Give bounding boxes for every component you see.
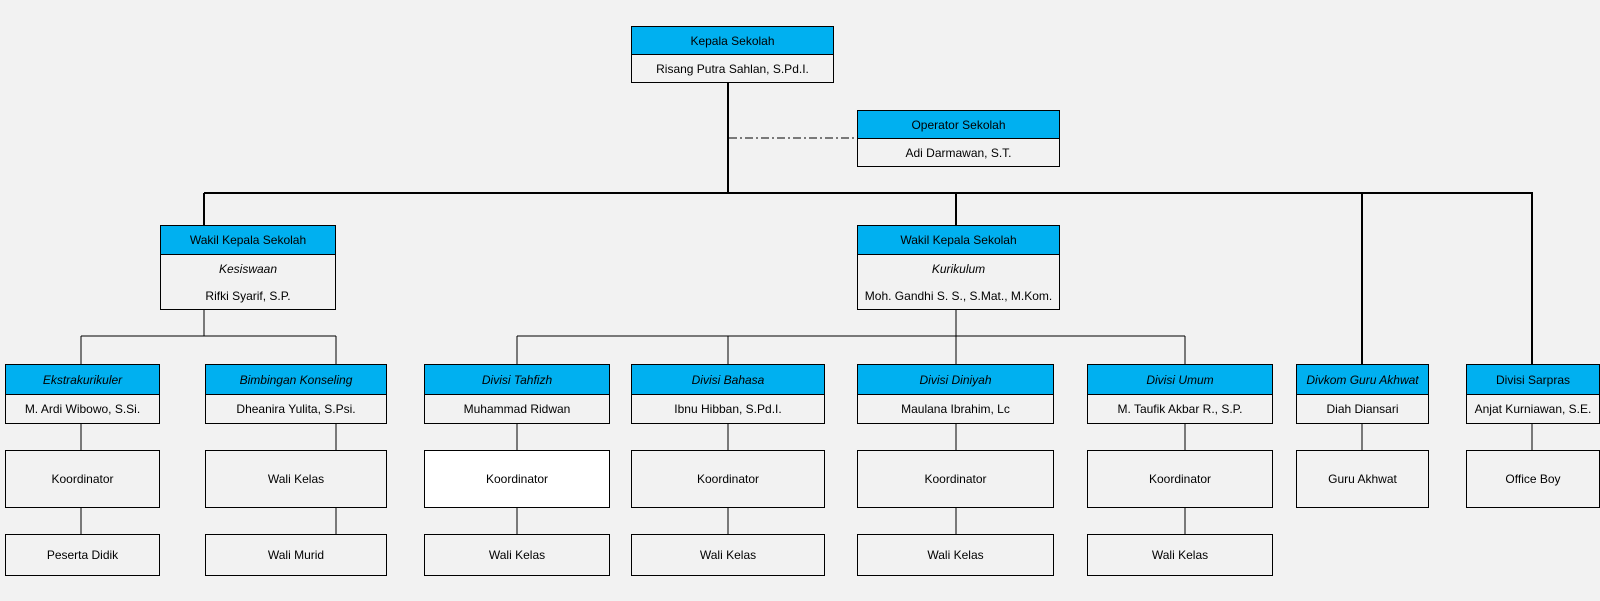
division-divkom-guru-akhwat: Divkom Guru Akhwat Diah Diansari xyxy=(1296,364,1429,424)
division-name: M. Taufik Akbar R., S.P. xyxy=(1117,402,1243,416)
division-bahasa: Divisi Bahasa Ibnu Hibban, S.Pd.I. xyxy=(631,364,825,424)
division-bimbingan-konseling: Bimbingan Konseling Dheanira Yulita, S.P… xyxy=(205,364,387,424)
wakasek-kurikulum-title: Wakil Kepala Sekolah xyxy=(858,226,1059,255)
division-name: Maulana Ibrahim, Lc xyxy=(901,402,1010,416)
division-name: Muhammad Ridwan xyxy=(463,402,571,416)
division-name: Ibnu Hibban, S.Pd.I. xyxy=(674,402,782,416)
division-title: Divisi Sarpras xyxy=(1467,365,1599,395)
division-title: Divisi Bahasa xyxy=(632,365,824,395)
operator-title: Operator Sekolah xyxy=(858,111,1059,139)
sub-box: Office Boy xyxy=(1466,450,1600,508)
division-diniyah: Divisi Diniyah Maulana Ibrahim, Lc xyxy=(857,364,1054,424)
sub-box-level2: Wali Kelas xyxy=(1087,534,1273,576)
division-title: Divkom Guru Akhwat xyxy=(1297,365,1428,395)
head-title: Kepala Sekolah xyxy=(632,27,833,55)
division-name: Anjat Kurniawan, S.E. xyxy=(1474,402,1592,416)
sub-box: Koordinator xyxy=(1087,450,1273,508)
wakasek-kurikulum-name: Moh. Gandhi S. S., S.Mat., M.Kom. xyxy=(864,288,1053,303)
division-title: Divisi Diniyah xyxy=(858,365,1053,395)
division-title: Divisi Tahfizh xyxy=(425,365,609,395)
sub-box-level2: Wali Murid xyxy=(205,534,387,576)
sub-box: Koordinator xyxy=(5,450,160,508)
division-ekstrakurikuler: Ekstrakurikuler M. Ardi Wibowo, S.Si. xyxy=(5,364,160,424)
division-umum: Divisi Umum M. Taufik Akbar R., S.P. xyxy=(1087,364,1273,424)
head-name: Risang Putra Sahlan, S.Pd.I. xyxy=(656,61,809,76)
wakasek-kesiswaan-title: Wakil Kepala Sekolah xyxy=(161,226,335,255)
division-name: M. Ardi Wibowo, S.Si. xyxy=(24,402,141,416)
head-box: Kepala Sekolah Risang Putra Sahlan, S.Pd… xyxy=(631,26,834,83)
division-sarpras: Divisi Sarpras Anjat Kurniawan, S.E. xyxy=(1466,364,1600,424)
wakasek-kesiswaan-name: Rifki Syarif, S.P. xyxy=(205,288,291,303)
division-name: Diah Diansari xyxy=(1326,402,1399,416)
wakasek-kesiswaan-field: Kesiswaan xyxy=(218,261,278,276)
sub-box-level2: Wali Kelas xyxy=(424,534,610,576)
sub-box: Wali Kelas xyxy=(205,450,387,508)
division-title: Bimbingan Konseling xyxy=(206,365,386,395)
wakasek-kesiswaan-box: Wakil Kepala Sekolah Kesiswaan Rifki Sya… xyxy=(160,225,336,310)
sub-box-level2: Wali Kelas xyxy=(857,534,1054,576)
sub-box: Koordinator xyxy=(857,450,1054,508)
division-title: Ekstrakurikuler xyxy=(6,365,159,395)
sub-box-level2: Peserta Didik xyxy=(5,534,160,576)
division-tahfizh: Divisi Tahfizh Muhammad Ridwan xyxy=(424,364,610,424)
operator-box: Operator Sekolah Adi Darmawan, S.T. xyxy=(857,110,1060,167)
sub-box: Koordinator xyxy=(424,450,610,508)
operator-name: Adi Darmawan, S.T. xyxy=(905,145,1012,160)
wakasek-kurikulum-box: Wakil Kepala Sekolah Kurikulum Moh. Gand… xyxy=(857,225,1060,310)
division-title: Divisi Umum xyxy=(1088,365,1272,395)
sub-box: Koordinator xyxy=(631,450,825,508)
sub-box-level2: Wali Kelas xyxy=(631,534,825,576)
sub-box: Guru Akhwat xyxy=(1296,450,1429,508)
division-name: Dheanira Yulita, S.Psi. xyxy=(236,402,356,416)
wakasek-kurikulum-field: Kurikulum xyxy=(931,261,986,276)
